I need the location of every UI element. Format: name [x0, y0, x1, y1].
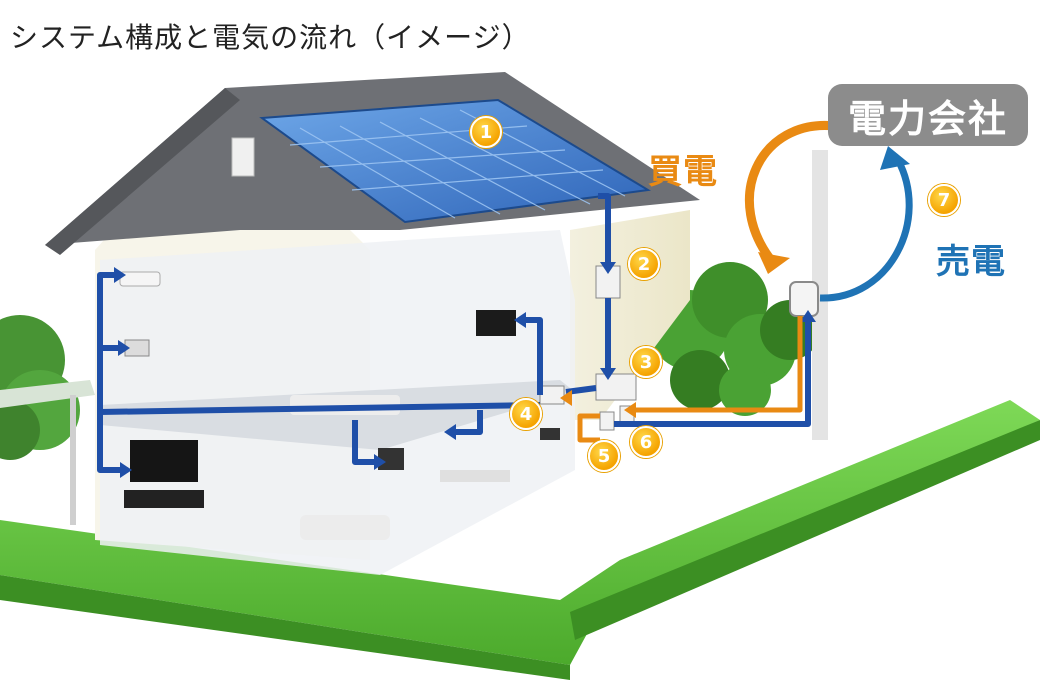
tv-stand [124, 490, 204, 508]
badge-6: 6 [630, 426, 662, 458]
monitor [540, 428, 560, 440]
utility-company-box: 電力会社 [828, 84, 1028, 146]
power-conditioner [596, 374, 636, 400]
badge-2: 2 [628, 248, 660, 280]
sofa [300, 515, 390, 540]
sell-label: 売電 [936, 234, 1006, 283]
ecocute-unit [378, 448, 404, 470]
tv-upstairs [476, 310, 516, 336]
buy-label: 買電 [648, 144, 718, 193]
badge-3: 3 [630, 346, 662, 378]
badge-1: 1 [470, 116, 502, 148]
badge-5: 5 [588, 440, 620, 472]
sell-arrow [820, 160, 909, 298]
meter-buy [600, 412, 614, 430]
air-conditioner [120, 272, 160, 286]
dining-table [440, 470, 510, 482]
distribution-board [540, 386, 564, 404]
tv-downstairs [130, 440, 198, 482]
badge-7: 7 [928, 184, 960, 216]
badge-4: 4 [510, 398, 542, 430]
